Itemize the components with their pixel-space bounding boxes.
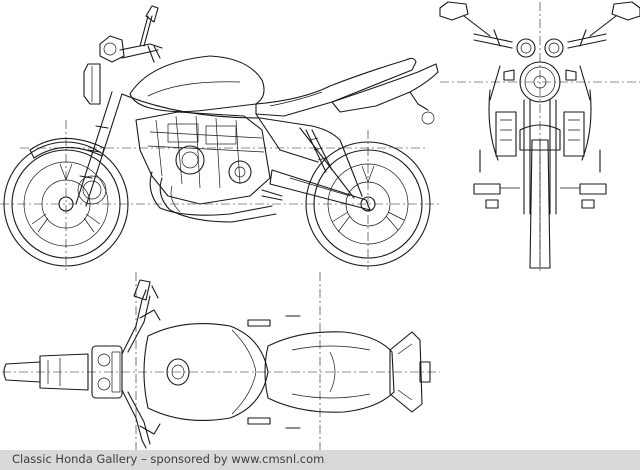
side-view <box>0 5 440 270</box>
footer-credit-text: Classic Honda Gallery – sponsored by www… <box>12 452 325 466</box>
top-view <box>2 272 440 450</box>
side-front-wheel <box>3 141 129 267</box>
motorcycle-blueprint-drawing <box>0 1 640 450</box>
front-view <box>439 1 640 272</box>
side-rear-wheel <box>305 141 431 267</box>
footer-bar: Classic Honda Gallery – sponsored by www… <box>0 450 640 470</box>
